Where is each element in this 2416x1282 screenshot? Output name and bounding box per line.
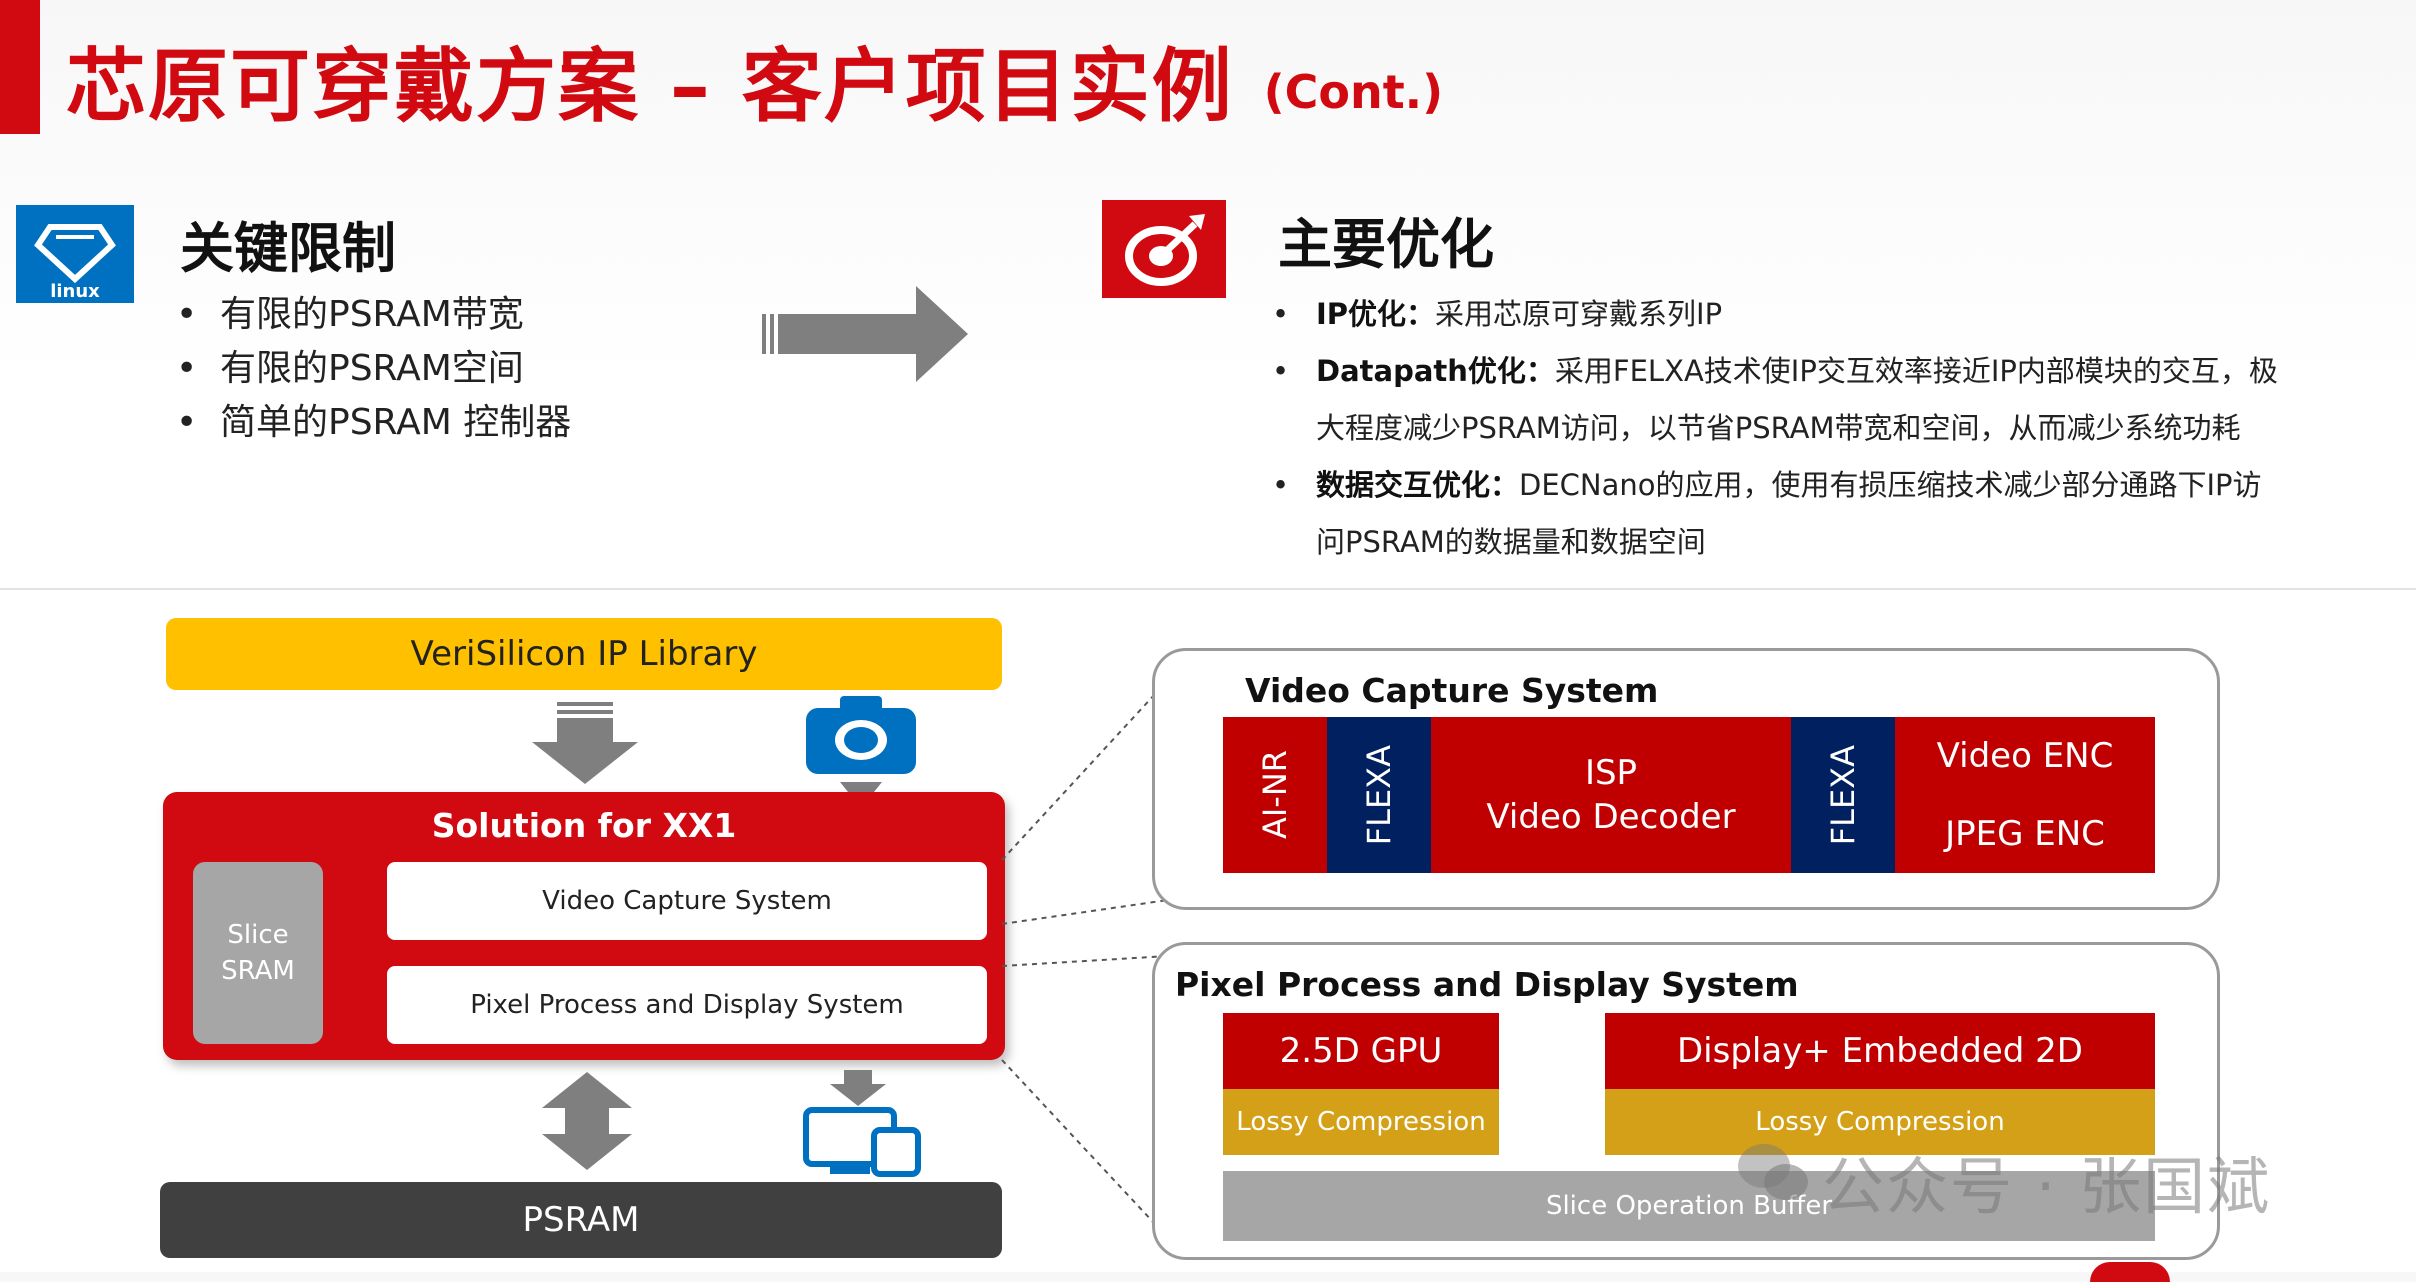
vcs-panel: Video Capture System AI-NR FLEXA ISP Vid…: [1152, 648, 2220, 910]
section-divider: [0, 588, 2416, 590]
list-item-continuation: 问PSRAM的数据量和数据空间: [1316, 525, 1706, 559]
list-item: 有限的PSRAM空间: [176, 342, 571, 396]
down-arrow-icon: [532, 702, 638, 784]
ppd-panel-title: Pixel Process and Display System: [1175, 965, 1799, 1004]
optimizations-list: IP优化：采用芯原可穿戴系列IP Datapath优化：采用FELXA技术使IP…: [1272, 286, 2278, 571]
solution-block: Solution for XX1 Slice SRAM Video Captur…: [163, 792, 1005, 1060]
right-arrow-icon: [762, 286, 968, 382]
key-limits-list: 有限的PSRAM带宽 有限的PSRAM空间 简单的PSRAM 控制器: [176, 288, 571, 450]
slice-sram-block: Slice SRAM: [193, 862, 323, 1044]
title-accent-bar: [0, 0, 40, 134]
ai-nr-block: AI-NR: [1223, 717, 1327, 873]
flexa-block: FLEXA: [1327, 717, 1431, 873]
psram-bar: PSRAM: [160, 1182, 1002, 1258]
display-devices-icon: [803, 1070, 921, 1177]
solution-title: Solution for XX1: [431, 806, 737, 845]
isp-decoder-block: ISP Video Decoder: [1431, 717, 1791, 873]
vcs-panel-title: Video Capture System: [1245, 671, 1659, 710]
linux-icon-text: linux: [50, 281, 100, 302]
lossy-compression-block: Lossy Compression: [1605, 1089, 2155, 1155]
slice-sram-line: SRAM: [221, 956, 295, 986]
main-optimizations-title: 主要优化: [1278, 213, 1494, 276]
slice-sram-line: Slice: [227, 920, 289, 950]
watermark-text: 公众号 · 张国斌: [1822, 1150, 2272, 1223]
flexa-block: FLEXA: [1791, 717, 1895, 873]
list-item: Datapath优化：采用FELXA技术使IP交互效率接近IP内部模块的交互，极: [1272, 343, 2278, 400]
encoder-block: Video ENC JPEG ENC: [1895, 717, 2155, 873]
ppd-box: Pixel Process and Display System: [387, 966, 987, 1044]
target-dart-icon: [1102, 200, 1226, 298]
lossy-compression-block: Lossy Compression: [1223, 1089, 1499, 1155]
ip-library-bar: VeriSilicon IP Library: [166, 618, 1002, 690]
list-item: 有限的PSRAM带宽: [176, 288, 571, 342]
slide-title: 芯原可穿戴方案 – 客户项目实例 (Cont.): [66, 40, 1444, 133]
list-item: 简单的PSRAM 控制器: [176, 396, 571, 450]
zoom-connector-lines: [1001, 679, 1169, 1239]
slice-buffer-block: Slice Operation Buffer: [1223, 1171, 2155, 1241]
gpu-block: 2.5D GPU: [1223, 1013, 1499, 1089]
corner-decoration: [2090, 1262, 2170, 1282]
up-down-arrow-icon: [542, 1072, 632, 1170]
list-item-continuation: 大程度减少PSRAM访问，以节省PSRAM带宽和空间，从而减少系统功耗: [1316, 411, 2241, 445]
ppd-panel: Pixel Process and Display System 2.5D GP…: [1152, 942, 2220, 1260]
camera-icon: [806, 696, 916, 792]
wechat-icon: [1738, 1144, 1808, 1200]
list-item: 数据交互优化：DECNano的应用，使用有损压缩技术减少部分通路下IP访: [1272, 457, 2278, 514]
linux-tux-icon: linux: [16, 205, 134, 303]
key-limits-title: 关键限制: [180, 217, 396, 280]
vcs-box: Video Capture System: [387, 862, 987, 940]
list-item: IP优化：采用芯原可穿戴系列IP: [1272, 286, 2278, 343]
display-block: Display+ Embedded 2D: [1605, 1013, 2155, 1089]
